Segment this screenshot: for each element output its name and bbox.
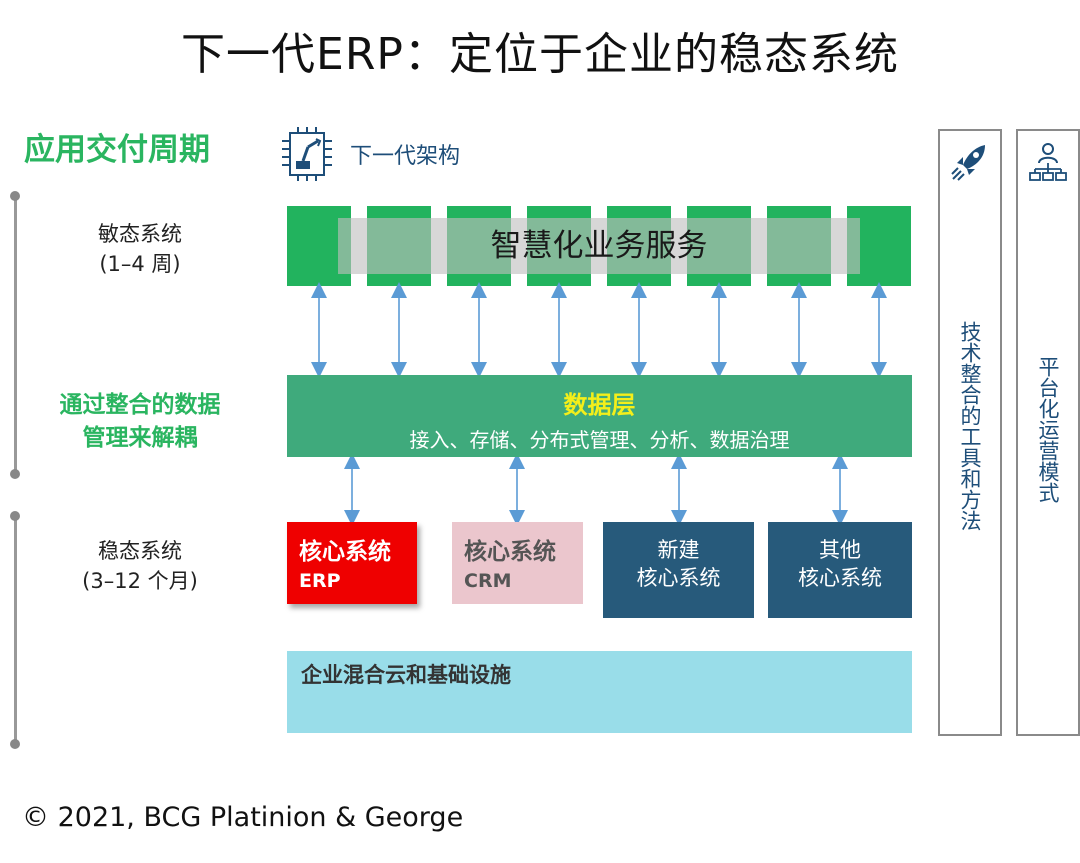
core-crm-title: 核心系统	[464, 539, 556, 565]
agile-system-name: 敏态系统	[98, 222, 182, 246]
tools-panel-text: 技术整合的工具和方法	[958, 321, 982, 531]
core-system-new: 新建 核心系统	[603, 522, 754, 618]
core-other-line1: 其他	[819, 538, 861, 562]
core-system-other: 其他 核心系统	[768, 522, 912, 618]
core-other-line2: 核心系统	[798, 566, 882, 590]
core-new-line1: 新建	[657, 538, 700, 562]
timeline-lower-line	[14, 516, 17, 744]
integration-label: 通过整合的数据 管理来解耦	[30, 389, 250, 455]
page-title: 下一代ERP：定位于企业的稳态系统	[181, 29, 899, 80]
stable-system-cycle: (3–12 个月)	[82, 569, 198, 593]
stable-system-name: 稳态系统	[98, 539, 182, 563]
core-system-erp: 核心系统 ERP	[287, 522, 417, 604]
core-new-line2: 核心系统	[636, 566, 721, 590]
timeline-upper-line	[14, 196, 17, 474]
integration-line1: 通过整合的数据	[59, 392, 221, 418]
timeline-dot	[10, 511, 20, 521]
integration-line2: 管理来解耦	[82, 425, 198, 451]
hybrid-cloud-label: 企业混合云和基础设施	[301, 663, 511, 687]
stable-system-label: 稳态系统 (3–12 个月)	[55, 536, 225, 596]
data-layer: 数据层 接入、存储、分布式管理、分析、数据治理	[287, 375, 912, 457]
smart-services-banner: 智慧化业务服务	[338, 218, 860, 274]
agile-system-cycle: (1–4 周)	[99, 252, 181, 276]
robot-arm-chip-icon	[280, 127, 334, 181]
core-crm-subtitle: CRM	[464, 570, 512, 592]
core-system-crm: 核心系统 CRM	[452, 522, 583, 604]
core-erp-subtitle: ERP	[299, 570, 341, 592]
rocket-icon	[949, 141, 991, 183]
timeline-dot	[10, 469, 20, 479]
copyright: © 2021, BCG Platinion & George	[22, 802, 464, 833]
data-layer-subtitle: 接入、存储、分布式管理、分析、数据治理	[409, 428, 790, 452]
lifecycle-title: 应用交付周期	[24, 132, 210, 168]
agile-system-label: 敏态系统 (1–4 周)	[60, 219, 220, 279]
org-chart-icon	[1028, 141, 1068, 185]
hybrid-cloud-layer: 企业混合云和基础设施	[287, 651, 912, 733]
tools-panel: 技术整合的工具和方法	[938, 129, 1002, 736]
architecture-label: 下一代架构	[350, 144, 461, 169]
data-layer-title: 数据层	[563, 391, 636, 419]
core-erp-title: 核心系统	[299, 539, 391, 565]
platform-panel: 平台化运营模式	[1016, 129, 1080, 736]
platform-panel-text: 平台化运营模式	[1036, 356, 1060, 503]
timeline-dot	[10, 191, 20, 201]
timeline-dot	[10, 739, 20, 749]
